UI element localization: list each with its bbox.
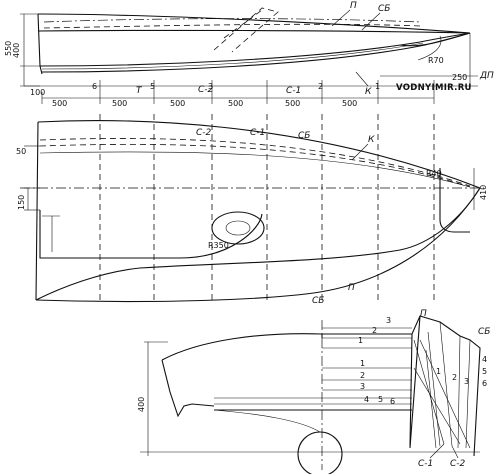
body-label-s1: С-1 [418, 459, 433, 469]
body-label-sb: СБ [478, 327, 490, 337]
side-view: 400 550 [4, 1, 494, 108]
plan-label-sb-bottom: СБ [312, 296, 324, 306]
side-station-2: 2 [318, 82, 323, 91]
plan-bow-radius: R40 [426, 169, 442, 178]
plan-label-sb: СБ [298, 131, 310, 141]
plan-view: 50 150 410 R40 R350 С-2 С-1 СБ К П СБ [16, 114, 488, 306]
watermark: VODNYIMIR.RU [396, 83, 472, 93]
body-dim-400: 400 [137, 397, 146, 412]
body-frame-6: 6 [482, 379, 487, 388]
body-frame-4: 4 [482, 355, 487, 364]
body-frame-2: 2 [452, 373, 457, 382]
side-spacing-2: 500 [112, 99, 127, 108]
side-spacing-3: 500 [170, 99, 185, 108]
plan-station-lines [99, 114, 435, 304]
body-wl-top-1: 1 [358, 336, 363, 345]
side-dim-550: 550 [4, 41, 13, 56]
plan-dim-150: 150 [17, 195, 26, 210]
side-dim-250: 250 [452, 73, 467, 82]
body-label-s2: С-2 [450, 459, 466, 469]
side-spacing-4: 500 [228, 99, 243, 108]
body-wl-mid-6: 6 [390, 397, 395, 406]
body-wl-top-3: 3 [386, 316, 391, 325]
body-wl-top-2: 2 [372, 326, 377, 335]
side-spacing-1: 500 [52, 99, 67, 108]
body-wl-mid-3: 3 [360, 382, 365, 391]
side-station-3: 3 [208, 82, 213, 91]
side-dp-label: ДП [479, 71, 494, 81]
body-wl-mid-5: 5 [378, 395, 383, 404]
plan-dim-50: 50 [16, 147, 26, 156]
plan-label-p: П [348, 283, 355, 293]
side-spacing-5: 500 [285, 99, 300, 108]
body-wl-mid-4: 4 [364, 395, 369, 404]
body-wl-mid-1: 1 [360, 359, 365, 368]
plan-dim-410: 410 [479, 185, 488, 200]
body-frame-5: 5 [482, 367, 487, 376]
side-label-p: П [350, 1, 357, 11]
plan-cockpit-radius: R350 [208, 241, 229, 250]
plan-label-s1: С-1 [250, 128, 265, 138]
side-label-sb: СБ [378, 4, 390, 14]
body-view: 400 П СБ С-1 С-2 3 2 1 1 2 3 4 5 6 1 2 3… [137, 309, 490, 474]
side-station-5: 5 [150, 82, 155, 91]
side-label-t: Т [136, 86, 143, 96]
body-label-p: П [420, 309, 427, 319]
body-frame-3: 3 [464, 377, 469, 386]
side-station-1: 1 [375, 82, 380, 91]
body-frame-1: 1 [436, 367, 441, 376]
side-bow-radius: R70 [428, 56, 444, 65]
side-label-s1: С-1 [286, 86, 301, 96]
side-label-s2: С-2 [198, 85, 214, 95]
side-spacing-6: 500 [342, 99, 357, 108]
body-wl-mid-2: 2 [360, 371, 365, 380]
plan-label-k: К [368, 135, 375, 145]
side-station-ticks [99, 80, 435, 104]
side-dim-100: 100 [30, 88, 45, 97]
side-dim-400: 400 [12, 43, 21, 58]
side-label-k: К [365, 87, 372, 97]
plan-label-s2: С-2 [196, 128, 212, 138]
side-station-6: 6 [92, 82, 97, 91]
